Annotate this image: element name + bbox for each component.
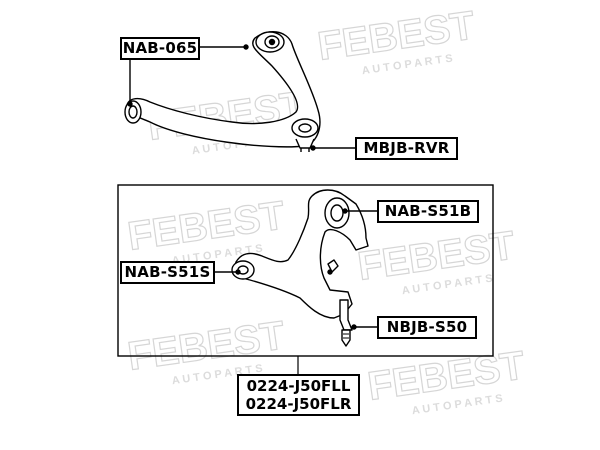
lower-assembly-frame	[117, 184, 494, 357]
leader-lines	[127, 44, 378, 330]
callout-nab-s51s: NAB-S51S	[120, 261, 215, 284]
watermark-brand: FEBEST	[365, 343, 527, 409]
watermark-brand: FEBEST	[125, 313, 287, 379]
part-number-right: 0224-J50FLR	[245, 395, 352, 413]
callout-mbjb-rvr: MBJB-RVR	[355, 137, 458, 160]
callout-nbjb-s50: NBJB-S50	[377, 316, 477, 339]
callout-nab-065: NAB-065	[120, 37, 200, 60]
callout-nab-s51b: NAB-S51B	[377, 200, 479, 223]
watermark-brand: FEBEST	[125, 193, 287, 259]
part-number-left: 0224-J50FLL	[246, 377, 351, 395]
assembly-part-numbers: 0224-J50FLL 0224-J50FLR	[237, 374, 360, 416]
watermark-brand: FEBEST	[315, 3, 477, 69]
